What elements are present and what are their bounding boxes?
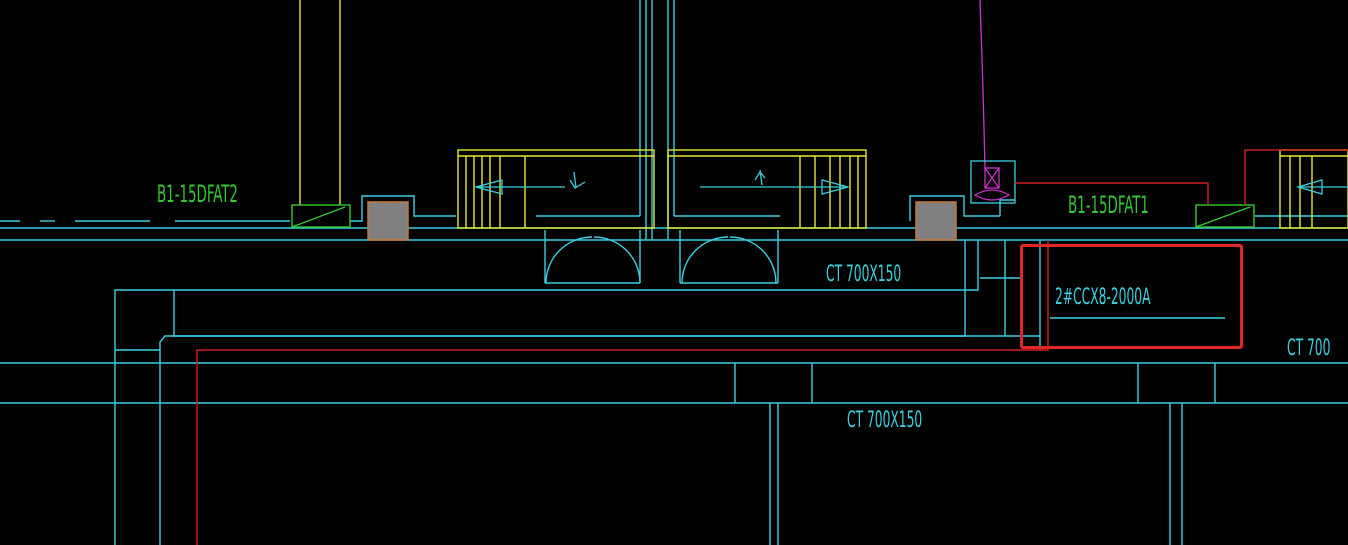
cable-tray-label-right: CT 700 [1287,336,1331,361]
busway-label: 2#CCX8-2000A [1055,285,1151,310]
cable-tray-label-top: CT 700X150 [826,262,902,287]
structural-columns [367,201,957,241]
air-direction-arrows [473,169,1348,195]
highlight-selection-box [1020,244,1243,349]
cable-tray-label-bottom: CT 700X150 [847,408,923,433]
column-left [367,201,409,241]
fan-units [291,204,1255,228]
red-lines [196,149,1348,545]
fan-label-right: B1-15DFAT1 [1068,191,1149,219]
fan-label-left: B1-15DFAT2 [157,180,238,208]
column-right [915,201,957,241]
magenta-device [973,0,1011,201]
device-box [970,160,1016,204]
